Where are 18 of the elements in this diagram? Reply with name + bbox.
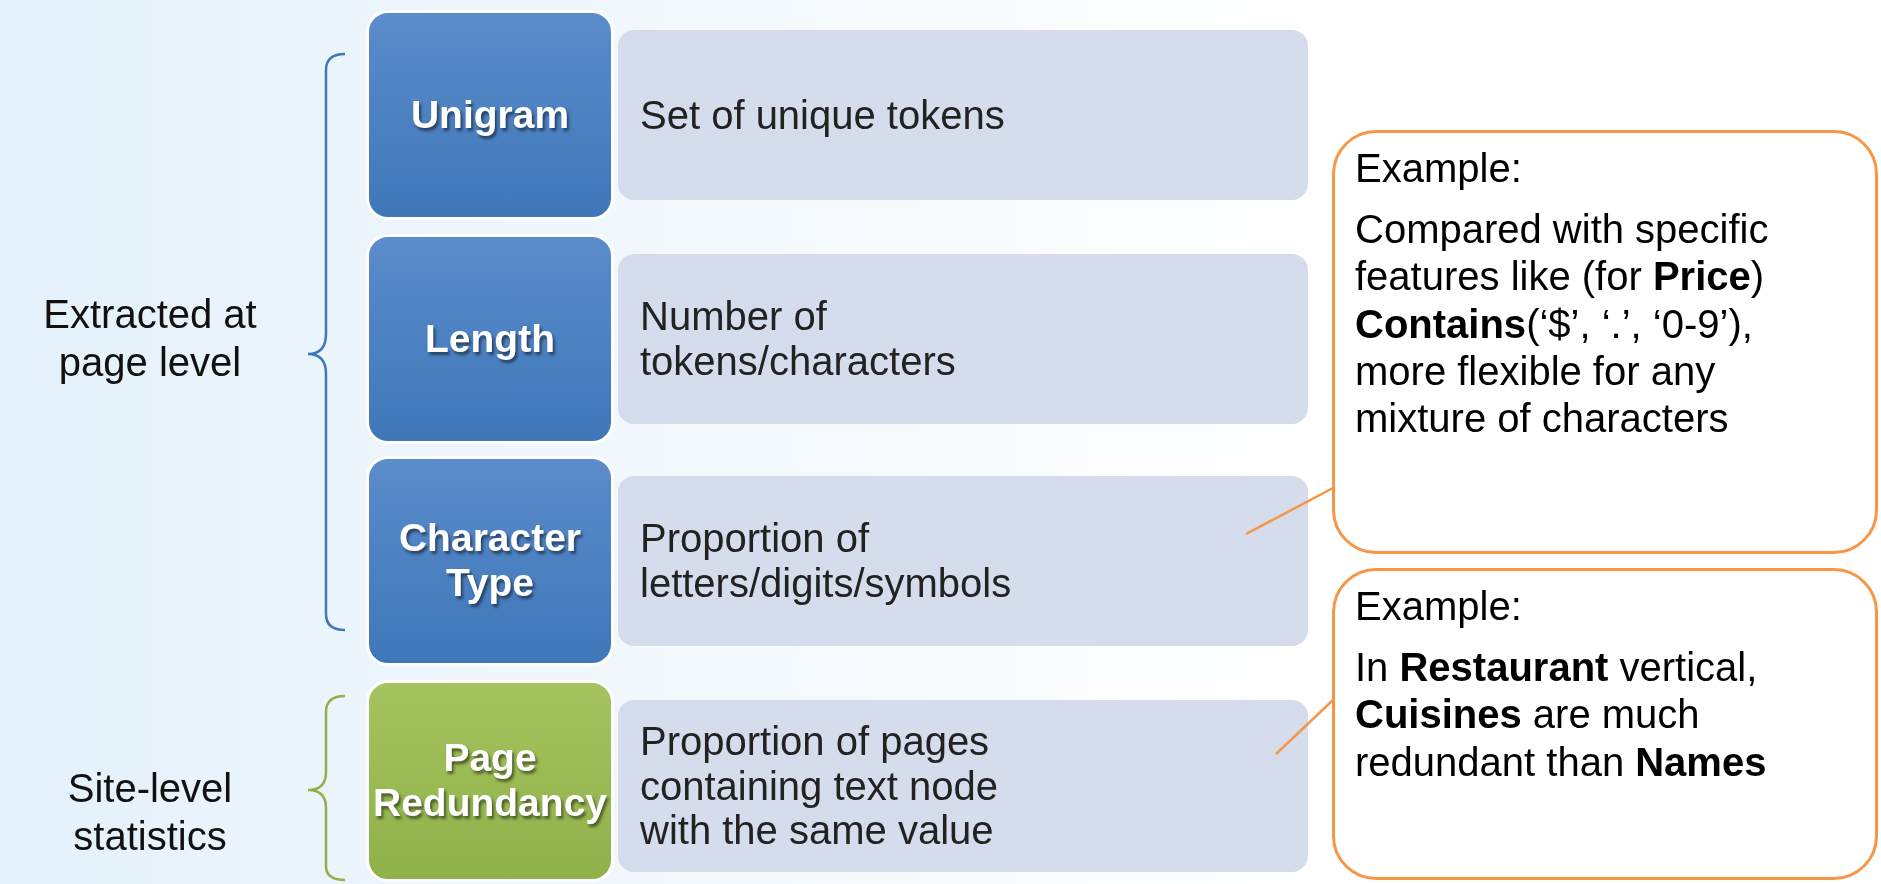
feature-name-box: Page Redundancy bbox=[366, 680, 614, 882]
description-box: Proportion of letters/digits/symbols bbox=[618, 476, 1308, 646]
description-box: Proportion of pages containing text node with the same value bbox=[618, 700, 1308, 872]
leader-line bbox=[1275, 699, 1334, 755]
group-label: Site-level statistics bbox=[66, 765, 234, 860]
example-text: In Restaurant vertical, Cuisines are much redundant than Names bbox=[1355, 644, 1768, 786]
group-label: Extracted at page level bbox=[42, 291, 258, 386]
description-box: Set of unique tokens bbox=[618, 30, 1308, 200]
feature-name-box: Character Type bbox=[366, 456, 614, 666]
feature-name-box: Unigram bbox=[366, 10, 614, 220]
leader-line bbox=[1245, 486, 1334, 536]
example-callout bbox=[1332, 568, 1878, 880]
feature-name-box: Length bbox=[366, 234, 614, 444]
example-text: Compared with specific features like (for Price) Contains(‘$’, ‘.’, ‘0-9’), more flexible for any mixture of characters bbox=[1355, 206, 1770, 442]
example-callout bbox=[1332, 130, 1878, 554]
description-box: Number of tokens/characters bbox=[618, 254, 1308, 424]
example-heading: Example: bbox=[1355, 145, 1523, 192]
example-heading: Example: bbox=[1355, 583, 1523, 630]
